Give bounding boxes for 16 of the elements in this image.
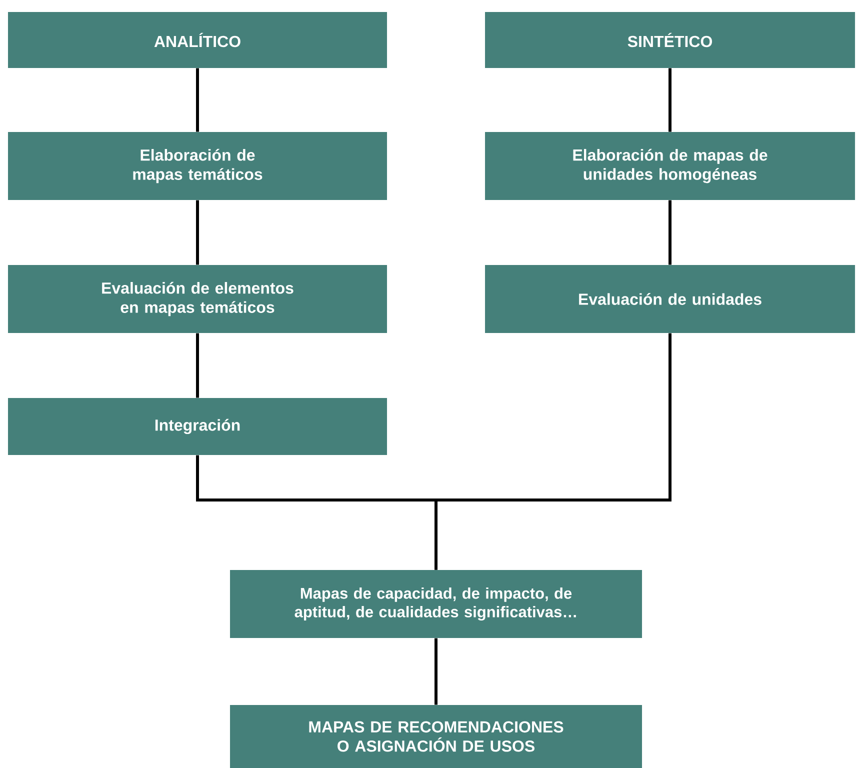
connector-line <box>196 333 199 398</box>
process-box: Evaluación de elementos en mapas temáticos <box>8 265 387 333</box>
connector-line <box>668 200 672 265</box>
process-box: Integración <box>8 398 387 455</box>
connector-line <box>668 68 672 132</box>
process-box: Evaluación de unidades <box>485 265 855 333</box>
process-box: SINTÉTICO <box>485 12 855 68</box>
connector-line <box>196 68 199 132</box>
connector-line <box>196 200 199 265</box>
process-box: ANALÍTICO <box>8 12 387 68</box>
process-box: MAPAS DE RECOMENDACIONES O ASIGNACIÓN DE USOS <box>230 705 642 768</box>
process-box: Elaboración de mapas temáticos <box>8 132 387 200</box>
connector-line <box>434 638 438 705</box>
connector-line <box>434 333 672 570</box>
process-box: Mapas de capacidad, de impacto, de aptitud, de cualidades significativas… <box>230 570 642 638</box>
process-box: Elaboración de mapas de unidades homogéneas <box>485 132 855 200</box>
